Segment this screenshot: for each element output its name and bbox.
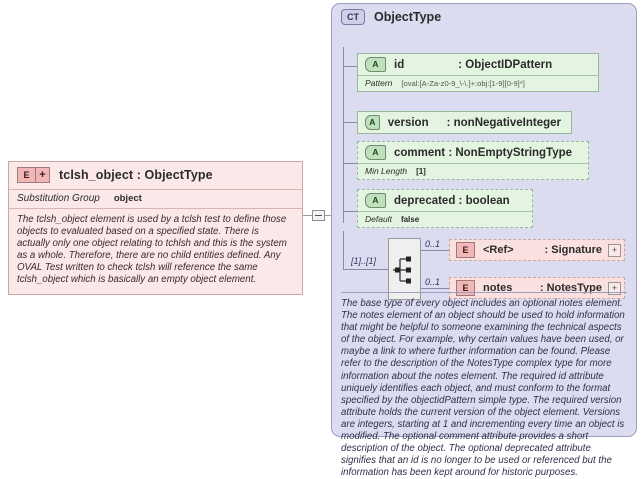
attribute-type-id: : ObjectIDPattern bbox=[458, 58, 553, 71]
expand-icon[interactable]: + bbox=[36, 167, 50, 183]
connector-line-left bbox=[303, 215, 312, 216]
attribute-name-comment: comment : NonEmptyStringType bbox=[394, 146, 573, 159]
compositor-output-line bbox=[421, 250, 449, 251]
attribute-version-main: A version : nonNegativeInteger bbox=[358, 112, 571, 133]
compositor-input-line bbox=[343, 269, 388, 270]
expand-icon[interactable]: + bbox=[608, 281, 621, 295]
compositor-cardinality: [1]..[1] bbox=[351, 256, 377, 266]
substitution-group-row: Substitution Group object bbox=[9, 190, 302, 209]
attribute-icon: A bbox=[365, 193, 386, 208]
compositor-output-line bbox=[421, 288, 449, 289]
substitution-group-label: Substitution Group bbox=[17, 193, 100, 204]
attribute-icon: A bbox=[365, 115, 380, 130]
complextype-icon: CT bbox=[341, 9, 365, 25]
attribute-name-deprecated: deprecated : boolean bbox=[394, 194, 510, 207]
attribute-facet-minlength: Min Length [1] bbox=[358, 163, 588, 179]
facet-label-default: Default bbox=[365, 214, 392, 224]
attribute-facet-pattern: Pattern [oval:[A-Za-z0-9_\-\.]+:obj:[1-9… bbox=[358, 75, 598, 91]
element-badge-group[interactable]: E + bbox=[17, 167, 50, 183]
complextype-header: CT ObjectType bbox=[332, 4, 636, 25]
facet-value-pattern: [oval:[A-Za-z0-9_\-\.]+:obj:[1-9][0-9]*] bbox=[401, 79, 525, 88]
attribute-type-version: : nonNegativeInteger bbox=[446, 116, 561, 129]
tree-branch bbox=[343, 122, 357, 123]
facet-label-minlength: Min Length bbox=[365, 166, 408, 176]
occurrence-notes: 0..1 bbox=[425, 277, 441, 287]
tree-branch bbox=[343, 66, 357, 67]
element-box-ref[interactable]: E <Ref> : Signature + bbox=[449, 239, 625, 261]
facet-value-minlength: [1] bbox=[416, 167, 426, 176]
sequence-compositor-icon[interactable] bbox=[388, 238, 421, 300]
complextype-title: ObjectType bbox=[374, 10, 442, 24]
attribute-facet-default: Default false bbox=[358, 211, 532, 227]
element-name-ref: <Ref> bbox=[483, 244, 514, 256]
attribute-box-version[interactable]: A version : nonNegativeInteger bbox=[357, 111, 572, 134]
attribute-comment-main: A comment : NonEmptyStringType bbox=[358, 142, 588, 163]
attribute-name-id: id bbox=[394, 58, 405, 71]
substitution-group-value: object bbox=[113, 193, 142, 204]
element-name-notes: notes bbox=[483, 282, 513, 294]
attribute-icon: A bbox=[365, 57, 386, 72]
attribute-id-main: A id : ObjectIDPattern bbox=[358, 54, 598, 75]
attribute-box-deprecated[interactable]: A deprecated : boolean Default false bbox=[357, 189, 533, 228]
element-type-notes: : NotesType bbox=[539, 282, 602, 294]
sequence-area: [1]..[1] 0..1 E <Ref> : Signature + 0..1 bbox=[332, 231, 636, 309]
attribute-name-version: version bbox=[387, 116, 429, 129]
complextype-documentation: The base type of every object includes a… bbox=[341, 292, 627, 479]
element-box-header: E + tclsh_object : ObjectType bbox=[9, 162, 302, 190]
attribute-tree: A id : ObjectIDPattern Pattern [oval:[A-… bbox=[332, 29, 636, 229]
tree-branch bbox=[343, 211, 357, 212]
tree-branch bbox=[343, 163, 357, 164]
collapse-toggle-icon[interactable] bbox=[312, 210, 325, 221]
element-type-icon: E bbox=[456, 242, 475, 258]
element-title: tclsh_object : ObjectType bbox=[59, 168, 213, 182]
attribute-deprecated-main: A deprecated : boolean bbox=[358, 190, 532, 211]
sequence-glyph-icon bbox=[393, 256, 411, 284]
facet-label-pattern: Pattern bbox=[365, 78, 393, 88]
expand-icon[interactable]: + bbox=[608, 243, 621, 257]
attribute-box-id[interactable]: A id : ObjectIDPattern Pattern [oval:[A-… bbox=[357, 53, 599, 92]
attribute-icon: A bbox=[365, 145, 386, 160]
facet-value-default: false bbox=[400, 215, 420, 224]
connector-line-right bbox=[325, 215, 334, 216]
element-box-tclsh-object[interactable]: E + tclsh_object : ObjectType Substituti… bbox=[8, 161, 303, 295]
occurrence-ref: 0..1 bbox=[425, 239, 441, 249]
attribute-box-comment[interactable]: A comment : NonEmptyStringType Min Lengt… bbox=[357, 141, 589, 180]
tree-trunk-line-sequence bbox=[343, 231, 344, 269]
element-type-ref: : Signature bbox=[544, 244, 602, 256]
complextype-panel-objecttype: CT ObjectType A id : ObjectIDPattern Pat… bbox=[331, 3, 637, 478]
element-type-icon: E bbox=[17, 167, 36, 183]
element-documentation: The tclsh_object element is used by a tc… bbox=[17, 214, 287, 286]
tree-trunk-line bbox=[343, 47, 344, 223]
